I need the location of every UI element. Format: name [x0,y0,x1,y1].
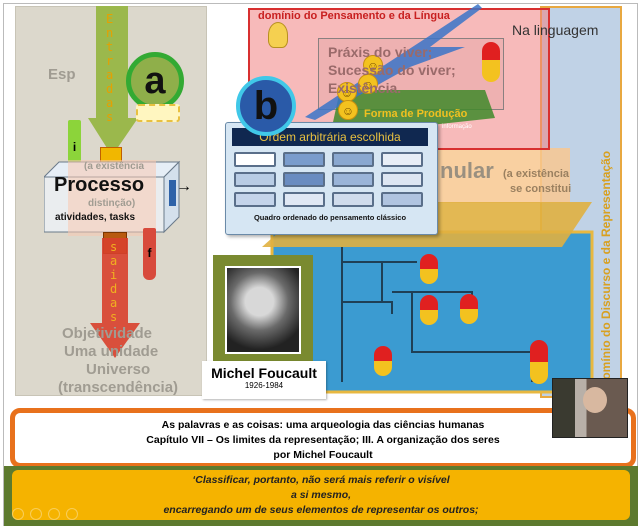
unidade-label: Uma unidade [64,343,159,360]
tab-f: f [143,228,156,280]
process-box [44,160,181,236]
arrow-letter: i [110,268,118,282]
arrow-letter: a [106,68,114,82]
arrow-letter: d [110,282,118,296]
informacao-label: informação [442,124,472,130]
arrow-letter: s [110,240,118,254]
arrow-letter: a [110,296,118,310]
figure-icon [482,42,500,82]
title-line-3: por Michel Foucault [273,449,373,461]
singular-label: nular [440,158,494,183]
saidas-arrow [90,238,140,358]
badge-a[interactable]: a [126,52,184,110]
portrait-years: 1926-1984 [244,381,284,390]
arrow-letter: E [106,12,114,26]
pattern-swatch[interactable] [234,172,276,187]
thought-domain-title: domínio do Pensamento e da Língua [258,10,450,22]
praxis-line-3: Existência. [328,80,402,96]
pattern-swatch[interactable] [283,172,325,187]
foucault-photo [225,266,301,354]
existence-box [430,148,570,203]
quote-box: ‘Classificar, portanto, não será mais re… [12,470,630,520]
webcam-thumbnail [552,378,628,438]
pen-icon[interactable] [30,508,42,520]
na-linguagem-label: Na linguagem [512,22,599,38]
zoom-icon[interactable] [48,508,60,520]
forma-producao-label: Forma de Produção [364,108,468,120]
quote-line-3: encarregando um de seus elementos de rep… [163,504,479,516]
figure-icon [530,340,548,384]
process-note-top: (a existência [84,161,145,172]
prev-icon[interactable] [12,508,24,520]
figure-icon [420,254,438,284]
process-title: Processo [54,174,145,196]
pattern-swatch[interactable] [381,172,423,187]
menu-icon[interactable] [66,508,78,520]
quote-line-1: ‘Classificar, portanto, não será mais re… [192,474,450,486]
bulb-icon [268,22,288,48]
arrow-letter: n [106,26,114,40]
existencia-line-1: (a existência [503,168,570,180]
figure-icon [420,295,438,325]
pattern-swatch[interactable] [283,192,325,207]
universo-label: Universo [86,361,151,378]
arrow-letter: a [110,254,118,268]
pattern-swatch[interactable] [234,152,276,167]
process-subtitle: atividades, tasks [55,212,136,223]
title-box: As palavras e as coisas: uma arqueologia… [10,408,636,468]
figure-icon [460,294,478,324]
order-dialog-header: Ordem arbitrária escolhida [232,128,428,146]
callout-a [136,104,180,122]
badge-b[interactable]: b [236,76,296,136]
smiley-icon: ☺ [338,100,358,120]
arrow-letter: t [106,40,114,54]
pattern-swatch[interactable] [332,152,374,167]
figure-icon [374,346,392,376]
transcendencia-label: (transcendência) [58,379,179,396]
objetividade-label: Objetividade [62,325,153,342]
praxis-line-2: Sucessão do viver; [328,62,456,78]
espaco-label: Esp [48,66,76,83]
pattern-swatch[interactable] [332,172,374,187]
arrow-letter: a [106,96,114,110]
smiley-icon: ☺ [337,82,357,102]
arrow-letter: d [106,82,114,96]
arrow-letter: s [110,310,118,324]
portrait-frame [213,255,313,365]
praxis-line-1: Práxis do viver; [328,44,433,60]
title-line-1: As palavras e as coisas: uma arqueologia… [161,419,485,431]
portrait-caption: Michel Foucault 1926-1984 [202,361,326,399]
pattern-swatch[interactable] [381,152,423,167]
tab-i: i [68,120,81,166]
portrait-name: Michel Foucault [211,365,317,381]
smiley-icon: ☺ [358,74,378,94]
quote-line-2: a si mesmo, [290,489,352,501]
existencia-line-2: se constitui [510,183,572,195]
arrow-letter: r [106,54,114,68]
pattern-swatch[interactable] [234,192,276,207]
entradas-arrow [88,6,138,156]
output-arrow-icon: → [176,178,192,195]
pattern-swatch[interactable] [332,192,374,207]
process-note-bottom: distinção) [88,198,136,209]
slide-controls[interactable] [12,508,82,522]
pattern-swatch[interactable] [381,192,423,207]
title-line-2: Capítulo VII – Os limites da representaç… [146,434,500,446]
order-dialog-caption: Quadro ordenado do pensamento clássico [253,213,407,222]
pattern-swatch[interactable] [283,152,325,167]
arrow-letter: s [106,110,114,124]
